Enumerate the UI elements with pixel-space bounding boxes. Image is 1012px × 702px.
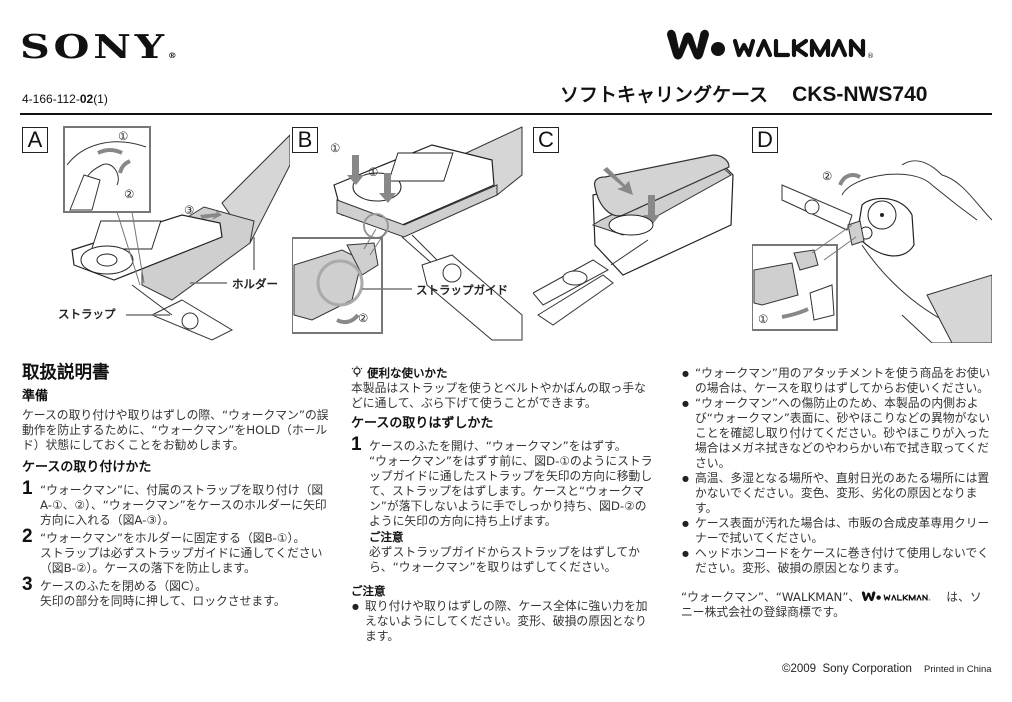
figure-d: D ② ①	[752, 125, 992, 343]
product-name: ソフトキャリングケース	[560, 84, 769, 106]
holder-callout: ホルダー	[232, 277, 278, 291]
figure-a-illustration	[63, 126, 290, 341]
caution-item: “ウォークマン”用のアタッチメントを使う商品をお使いの場合は、ケースを取りはずし…	[681, 366, 993, 396]
attach-step-2: 2 “ウォークマン”をホルダーに固定する（図B-①）。 ストラップは必ずストラッ…	[22, 526, 330, 576]
sony-logo-text: SONY	[20, 27, 168, 66]
caution-item: 高温、多湿となる場所や、直射日光のあたる場所には置かないでください。変色、変形、…	[681, 471, 993, 516]
figure-b-label: B	[292, 127, 318, 153]
model-number: CKS-NWS740	[792, 83, 928, 106]
header-divider	[20, 113, 992, 115]
doc-number-prefix: 4-166-112-	[22, 92, 80, 106]
caution-item: ヘッドホンコードをケースに巻き付けて使用しないでください。変形、破損の原因となり…	[681, 546, 993, 576]
tip-text: 本製品はストラップを使うとベルトやかばんの取っ手などに通して、ぶら下げて使うこと…	[351, 381, 646, 410]
svg-text:®: ®	[867, 52, 874, 60]
walkman-logo-icon: ®	[862, 591, 931, 602]
figure-b: B ① ① ② ストラップガイド	[292, 125, 524, 343]
step-text: “ウォークマン”をホルダーに固定する（図B-①）。	[40, 531, 306, 545]
remove-step-1: 1 ケースのふたを開け、“ウォークマン”をはずす。 “ウォークマン”をはずす前に…	[351, 434, 657, 575]
strap-callout: ストラップ	[58, 307, 116, 321]
caution-item: 取り付けや取りはずしの際、ケース全体に強い力を加えないようにしてください。変形、…	[351, 599, 657, 644]
doc-number-revision: 02	[79, 92, 94, 106]
step-number: 2	[22, 526, 33, 547]
step-marker-3: ③	[184, 203, 195, 217]
figure-d-illustration	[752, 160, 992, 343]
preparation-text: ケースの取り付けや取りはずしの際、“ウォークマン”の誤動作を防止するために、“ウ…	[22, 408, 329, 452]
trademark-suffix: は、ソニー株式会社の登録商標です。	[681, 590, 982, 619]
attach-step-3: 3 ケースのふたを閉める（図C）。 矢印の部分を同時に押して、ロックさせます。	[22, 574, 330, 609]
step-marker-1b: ①	[368, 165, 379, 179]
figure-d-label: D	[752, 127, 778, 153]
remove-heading: ケースの取りはずしかた	[351, 416, 494, 431]
printed-in: Printed in China	[924, 664, 992, 675]
step-subtext: 矢印の部分を同時に押して、ロックさせます。	[40, 594, 286, 608]
step-subtext: “ウォークマン”をはずす前に、図D-①のようにストラップガイドに通したストラップ…	[369, 454, 653, 528]
step-text: “ウォークマン”に、付属のストラップを取り付け（図A-①、②）、“ウォークマン”…	[40, 483, 327, 527]
step-subtext: ストラップは必ずストラップガイドに通してください（図B-②）。ケースの落下を防止…	[40, 546, 323, 575]
figure-a-label: A	[22, 127, 48, 153]
step-marker-1: ①	[758, 312, 769, 326]
step-text: ケースのふたを閉める（図C）。	[40, 579, 207, 593]
column-removal: 便利な使いかた 本製品はストラップを使うとベルトやかばんの取っ手などに通して、ぶ…	[351, 366, 657, 644]
product-title: ソフトキャリングケース CKS-NWS740	[560, 80, 927, 107]
attach-step-1: 1 “ウォークマン”に、付属のストラップを取り付け（図A-①、②）、“ウォークマ…	[22, 478, 330, 528]
document-number: 4-166-112-02(1)	[22, 92, 108, 106]
step-marker-1: ①	[118, 129, 129, 143]
tip-heading: 便利な使いかた	[351, 366, 657, 381]
figure-c: C	[533, 125, 743, 343]
caution-item: ケース表面が汚れた場合は、市販の合成皮革専用クリーナーで拭いてください。	[681, 516, 993, 546]
walkman-logo-icon: ®	[667, 29, 874, 60]
attach-heading: ケースの取り付けかた	[22, 460, 152, 475]
tip-heading-text: 便利な使いかた	[367, 366, 448, 380]
registered-mark: ®	[167, 51, 177, 60]
step-marker-2: ②	[822, 169, 833, 183]
figure-b-illustration	[292, 126, 523, 341]
step-number: 1	[22, 478, 33, 499]
lightbulb-icon	[351, 366, 363, 377]
column-instructions: 取扱説明書 準備 ケースの取り付けや取りはずしの際、“ウォークマン”の誤動作を防…	[22, 362, 330, 612]
figure-a: A ① ② ③ ホルダー ストラップ	[22, 125, 290, 343]
step-note-heading: ご注意	[369, 530, 404, 544]
step-marker-1a: ①	[330, 141, 341, 155]
svg-text:®: ®	[928, 599, 931, 602]
step-note-text: 必ずストラップガイドからストラップをはずしてから、“ウォークマン”を取りはずして…	[369, 545, 640, 574]
step-text: ケースのふたを開け、“ウォークマン”をはずす。	[369, 439, 627, 453]
manual-title: 取扱説明書	[22, 363, 110, 383]
trademark-prefix: “ウォークマン”、“WALKMAN”、	[681, 590, 861, 604]
copyright: ©2009 Sony Corporation	[782, 663, 912, 675]
strap-guide-callout: ストラップガイド	[416, 283, 508, 297]
trademark-notice: “ウォークマン”、“WALKMAN”、 ® は、ソニー株式会社の登録商標です。	[681, 590, 993, 620]
figure-c-label: C	[533, 127, 559, 153]
step-number: 1	[351, 434, 362, 455]
preparation-heading: 準備	[22, 389, 49, 404]
caution-item: “ウォークマン”への傷防止のため、本製品の内側および“ウォークマン”表面に、砂や…	[681, 396, 993, 471]
doc-number-suffix: (1)	[93, 92, 108, 106]
sony-logo: SONY®	[20, 27, 177, 66]
step-number: 3	[22, 574, 33, 595]
step-marker-2: ②	[358, 311, 369, 325]
caution-heading: ご注意	[351, 584, 386, 598]
step-marker-2: ②	[124, 187, 135, 201]
column-cautions: “ウォークマン”用のアタッチメントを使う商品をお使いの場合は、ケースを取りはずし…	[681, 366, 993, 620]
figure-c-illustration	[533, 154, 734, 326]
